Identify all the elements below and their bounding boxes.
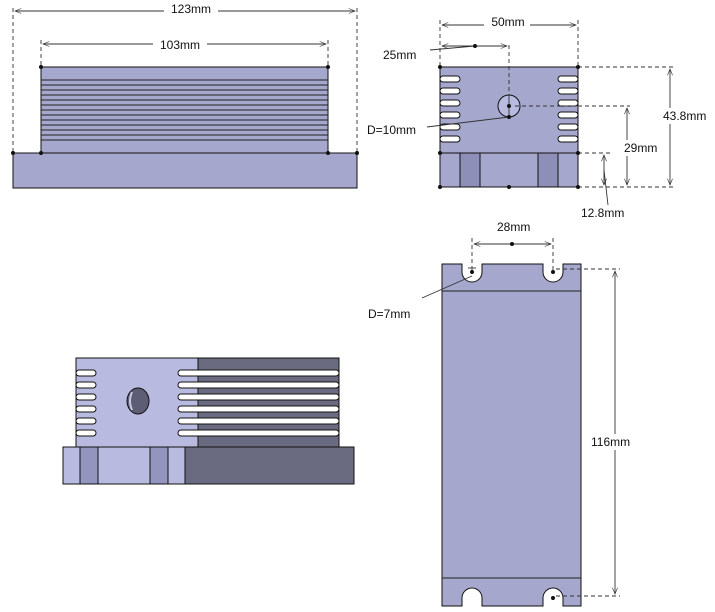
side-fin-slots-left bbox=[439, 75, 461, 143]
top-plate bbox=[441, 263, 582, 607]
front-view: 123mm 103mm bbox=[11, 2, 359, 189]
side-view: 50mm 25mm D=10mm 43.8mm 29mm 12.8mm bbox=[367, 15, 712, 220]
top-view: 28mm D=7mm 116mm bbox=[368, 220, 638, 607]
label-hole-offset: 25mm bbox=[383, 48, 416, 62]
side-base-groove-left bbox=[459, 152, 481, 188]
label-total-width: 123mm bbox=[171, 2, 211, 16]
perspective-view bbox=[62, 357, 355, 485]
label-heatsink-width: 103mm bbox=[160, 38, 200, 52]
persp-base-side bbox=[184, 446, 355, 485]
label-mount-hole-diameter: D=7mm bbox=[368, 307, 410, 321]
label-length: 116mm bbox=[591, 435, 630, 449]
front-base-plate bbox=[12, 152, 358, 189]
label-hole-diameter: D=10mm bbox=[367, 123, 416, 137]
label-hole-spacing: 28mm bbox=[497, 220, 530, 234]
front-heatsink-fins bbox=[41, 79, 328, 141]
label-total-height: 43.8mm bbox=[663, 109, 706, 123]
side-base-groove-right bbox=[537, 152, 559, 188]
label-hole-height: 29mm bbox=[624, 141, 657, 155]
side-fin-slots-right bbox=[557, 75, 579, 143]
persp-fin-slots-left bbox=[75, 369, 97, 437]
persp-fins bbox=[177, 369, 340, 437]
label-base-height: 12.8mm bbox=[581, 206, 624, 220]
persp-through-hole bbox=[126, 387, 150, 415]
label-side-width: 50mm bbox=[491, 15, 524, 29]
